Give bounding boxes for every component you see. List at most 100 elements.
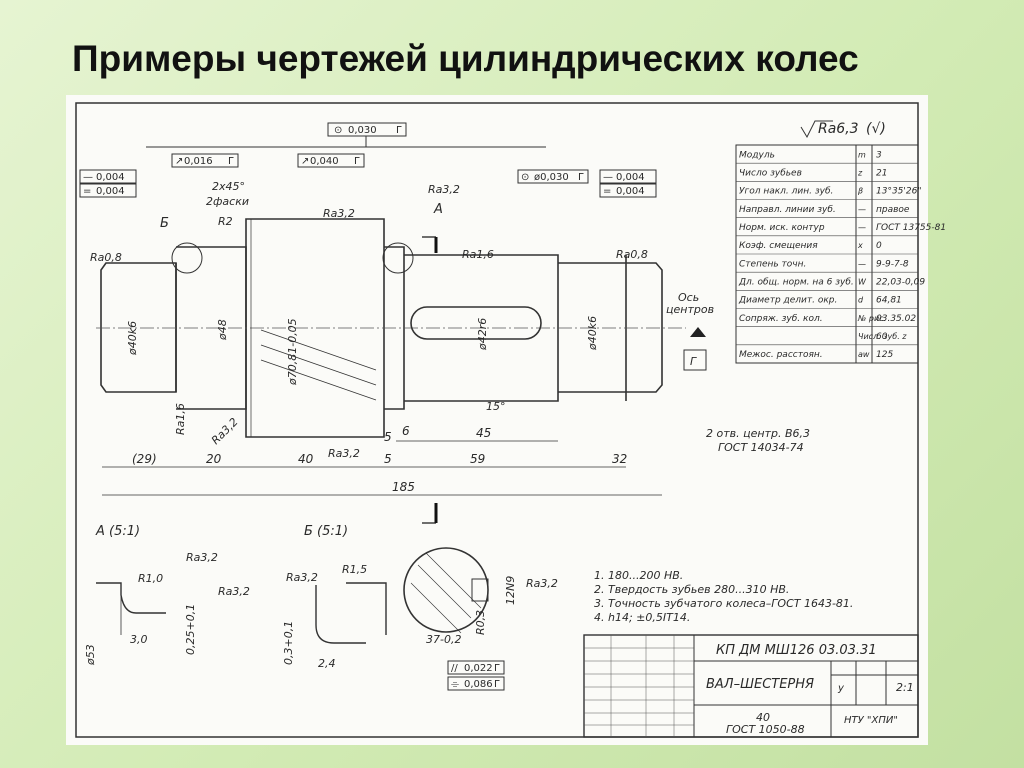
param-table-val: 03.35.02 xyxy=(876,314,916,324)
slide-title: Примеры чертежей цилиндрических колес xyxy=(72,38,859,79)
svg-text:Ra3,2: Ra3,2 xyxy=(323,207,355,220)
svg-text:Г: Г xyxy=(354,156,360,167)
title-block: КП ДМ МШ126 03.03.31 ВАЛ–ШЕСТЕРНЯ 40 ГОС… xyxy=(583,634,919,738)
section-marks xyxy=(422,236,438,524)
detail-a-circle xyxy=(382,242,414,274)
param-table-val: 3 xyxy=(876,150,882,160)
svg-text:R0,3: R0,3 xyxy=(474,610,487,635)
param-table-sym: x xyxy=(857,241,863,250)
main-view-labels: 2х45° 2фаски R2 Б А Ra0,8 Ra3,2 Ra3,2 Ra… xyxy=(90,180,810,460)
svg-text:Ось: Ось xyxy=(678,291,699,304)
svg-text:Ra0,8: Ra0,8 xyxy=(616,248,648,261)
svg-text:Г: Г xyxy=(396,125,402,136)
svg-text:А: А xyxy=(433,202,443,217)
param-table-sym: № рис. xyxy=(857,314,886,323)
svg-text:2х45°: 2х45° xyxy=(212,180,245,193)
svg-text:—: — xyxy=(603,172,613,183)
param-table-val: ГОСТ 13755-81 xyxy=(876,223,946,233)
param-table-name: Угол накл. лин. зуб. xyxy=(739,187,833,197)
svg-text:0,004: 0,004 xyxy=(96,186,125,197)
svg-text:ø40k6: ø40k6 xyxy=(126,321,139,356)
param-table-name: Направл. линии зуб. xyxy=(739,205,836,215)
svg-text:R2: R2 xyxy=(218,215,233,228)
param-table-val: 60 xyxy=(876,332,888,342)
svg-text:ø42r6: ø42r6 xyxy=(476,318,489,351)
svg-text:2:1: 2:1 xyxy=(896,681,914,694)
svg-text:0,022: 0,022 xyxy=(464,663,493,674)
svg-text:32: 32 xyxy=(612,452,627,466)
svg-text:5: 5 xyxy=(384,430,392,444)
svg-text:0,3+0,1: 0,3+0,1 xyxy=(282,621,295,665)
svg-text:4. h14; ±0,5IT14.: 4. h14; ±0,5IT14. xyxy=(594,611,690,624)
svg-text:59: 59 xyxy=(470,452,485,466)
param-table-val: 9-9-7-8 xyxy=(876,259,909,269)
svg-text:Ra3,2: Ra3,2 xyxy=(526,577,558,590)
svg-text:ø70,81-0,05: ø70,81-0,05 xyxy=(286,318,299,386)
svg-text:ГОСТ 1050-88: ГОСТ 1050-88 xyxy=(726,723,805,736)
param-table-name: Дл. общ. норм. на 6 зуб. xyxy=(738,278,854,288)
svg-text:37-0,2: 37-0,2 xyxy=(426,633,461,646)
svg-text:1. 180...200 НВ.: 1. 180...200 НВ. xyxy=(594,569,683,582)
param-table-name: Норм. иск. контур xyxy=(739,223,825,233)
svg-text:=: = xyxy=(83,186,91,197)
svg-text:0,040: 0,040 xyxy=(310,156,339,167)
svg-text:R1,0: R1,0 xyxy=(138,572,163,585)
svg-text:=: = xyxy=(603,186,611,197)
svg-text:⊙: ⊙ xyxy=(334,125,342,136)
technical-notes: 1. 180...200 НВ. 2. Твердость зубьев 280… xyxy=(594,569,853,624)
svg-text:ВАЛ–ШЕСТЕРНЯ: ВАЛ–ШЕСТЕРНЯ xyxy=(706,677,814,692)
svg-text:Б (5:1): Б (5:1) xyxy=(304,524,348,539)
svg-text:Ra3,2: Ra3,2 xyxy=(328,447,360,460)
param-table-name: Модуль xyxy=(739,150,775,160)
svg-text:Ra3,2: Ra3,2 xyxy=(218,585,250,598)
technical-drawing: Ra6,3 (√) ⊙ 0,030 Г — 0,004 = 0,004 ↗ 0,… xyxy=(75,102,946,738)
svg-text:ø40k6: ø40k6 xyxy=(586,316,599,351)
param-table-sym: W xyxy=(858,278,867,287)
svg-text:Г: Г xyxy=(690,355,697,368)
svg-text:2. Твердость зубьев 280...310: 2. Твердость зубьев 280...310 НВ. xyxy=(594,583,789,596)
svg-text:40: 40 xyxy=(298,452,314,466)
svg-text:0,086: 0,086 xyxy=(464,679,493,690)
svg-text:0,25+0,1: 0,25+0,1 xyxy=(184,604,197,655)
param-table-name: Коэф. смещения xyxy=(739,241,818,251)
svg-text:Г: Г xyxy=(228,156,234,167)
svg-text:у: у xyxy=(837,683,845,694)
svg-text:Б: Б xyxy=(160,216,169,231)
general-roughness: Ra6,3 (√) xyxy=(800,120,886,139)
svg-text:0,016: 0,016 xyxy=(184,156,213,167)
param-table-sym: aw xyxy=(858,350,870,359)
detail-b-circle xyxy=(171,242,203,274)
svg-text:(29): (29) xyxy=(132,452,157,466)
svg-text:0,004: 0,004 xyxy=(96,172,125,183)
svg-text:45: 45 xyxy=(476,426,491,440)
svg-text:⊙: ⊙ xyxy=(521,172,529,183)
param-table-name: Число зубьев xyxy=(739,169,802,179)
svg-text:2фаски: 2фаски xyxy=(206,195,249,208)
param-table-sym: β xyxy=(857,187,863,196)
param-table-val: 0 xyxy=(876,241,882,251)
shaft-outline xyxy=(96,218,686,438)
svg-text:Ra0,8: Ra0,8 xyxy=(90,251,122,264)
svg-text:Ra3,2: Ra3,2 xyxy=(209,415,241,447)
svg-text:5: 5 xyxy=(384,452,392,466)
svg-text:3. Точность зубчатого колеса–Г: 3. Точность зубчатого колеса–ГОСТ 1643-8… xyxy=(594,597,853,610)
param-table-sym: — xyxy=(858,259,866,268)
param-table-val: 125 xyxy=(876,350,893,360)
param-table-name: Диаметр делит. окр. xyxy=(738,296,837,306)
param-table-sym: d xyxy=(858,296,864,305)
svg-text:ГОСТ 14034-74: ГОСТ 14034-74 xyxy=(718,441,804,454)
tolerance-frames: ⊙ 0,030 Г — 0,004 = 0,004 ↗ 0,016 Г ↗ 0,… xyxy=(79,122,657,691)
param-table-sym: — xyxy=(858,205,866,214)
svg-text:Г: Г xyxy=(578,172,584,183)
svg-text:Ra3,2: Ra3,2 xyxy=(186,551,218,564)
svg-text:Ra3,2: Ra3,2 xyxy=(286,571,318,584)
detail-views: А (5:1) R1,0 Ra3,2 Ra3,2 ø53 3,0 0,25+0,… xyxy=(84,524,558,670)
svg-text:А (5:1): А (5:1) xyxy=(95,524,140,539)
svg-text:185: 185 xyxy=(392,480,415,494)
svg-text:НТУ "ХПИ": НТУ "ХПИ" xyxy=(844,715,898,726)
param-table-sym: Числ. зуб. z xyxy=(858,332,907,341)
drawing-sheet: Ra6,3 (√) ⊙ 0,030 Г — 0,004 = 0,004 ↗ 0,… xyxy=(66,95,946,745)
param-table-val: 22,03-0,09 xyxy=(876,278,925,288)
drawing-frame xyxy=(75,102,919,738)
